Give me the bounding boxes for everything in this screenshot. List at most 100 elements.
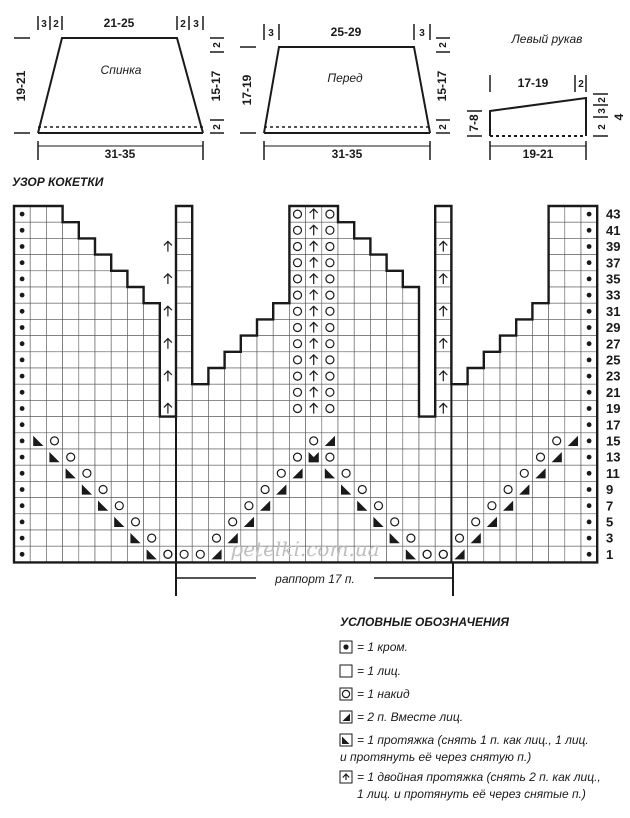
chart-cell bbox=[353, 464, 371, 482]
chart-cell bbox=[127, 286, 144, 304]
chart-cell bbox=[321, 319, 339, 336]
chart-cell bbox=[224, 367, 242, 385]
ssk-mark bbox=[65, 468, 76, 479]
chart-cell bbox=[483, 497, 501, 515]
chart-cell bbox=[191, 400, 209, 417]
k2tog-mark bbox=[211, 549, 222, 560]
chart-cell bbox=[434, 383, 452, 401]
chart-cell bbox=[175, 351, 193, 369]
chart-cell bbox=[46, 400, 63, 417]
chart-cell bbox=[564, 286, 582, 304]
chart-cell bbox=[386, 529, 404, 547]
chart-cell bbox=[532, 335, 549, 353]
chart-cell bbox=[46, 481, 63, 498]
chart-cell bbox=[548, 286, 566, 304]
row-number: 21 bbox=[606, 385, 620, 400]
chart-border bbox=[12, 204, 599, 564]
double-decrease-mark bbox=[163, 240, 173, 252]
chart-cell bbox=[499, 367, 517, 385]
chart-cell bbox=[240, 383, 258, 401]
chart-cell bbox=[62, 400, 80, 417]
chart-cell bbox=[548, 432, 566, 450]
row-number: 13 bbox=[606, 450, 620, 465]
edge-stitch-mark bbox=[586, 325, 592, 330]
chart-cell bbox=[240, 335, 258, 353]
k2tog-mark bbox=[551, 452, 562, 463]
chart-cell bbox=[532, 448, 549, 466]
edge-stitch-mark bbox=[586, 422, 592, 428]
chart-cell bbox=[272, 513, 290, 531]
double-decrease-mark bbox=[163, 337, 173, 349]
chart-cell bbox=[46, 238, 63, 255]
yarnover-mark bbox=[325, 225, 335, 235]
double-decrease-mark bbox=[438, 305, 448, 317]
ssk-mark bbox=[33, 435, 44, 446]
chart-cell bbox=[94, 302, 112, 320]
double-decrease-mark bbox=[309, 272, 319, 284]
edge-stitch-mark bbox=[19, 470, 25, 476]
chart-cell bbox=[46, 286, 63, 304]
chart-cell bbox=[110, 497, 128, 515]
chart-cell bbox=[256, 448, 274, 466]
chart-cell bbox=[289, 286, 306, 304]
ssk-mark bbox=[98, 500, 109, 511]
chart-cell bbox=[305, 464, 323, 482]
chart-cell bbox=[29, 367, 47, 385]
legend-knit-text: = 1 лиц. bbox=[357, 664, 401, 678]
chart-cell bbox=[564, 254, 582, 272]
chart-cell bbox=[78, 319, 96, 336]
chart-cell bbox=[224, 497, 242, 515]
chart-cell bbox=[337, 432, 355, 450]
chart-cell bbox=[159, 513, 177, 531]
chart-cell bbox=[548, 529, 566, 547]
chart-cell bbox=[175, 205, 193, 223]
chart-cell bbox=[289, 205, 306, 223]
legend-item-k2tog: = 2 п. Вместе лиц. bbox=[339, 710, 463, 724]
chart-cell bbox=[370, 254, 387, 272]
chart-cell bbox=[515, 497, 533, 515]
chart-cell bbox=[515, 545, 533, 563]
chart-cell bbox=[94, 400, 112, 417]
back-schematic: 3 2 21-25 2 3 19-21 2 15-17 2 31-35 Спин… bbox=[14, 16, 224, 161]
front-right-lower: 2 bbox=[438, 124, 449, 130]
chart-cell bbox=[386, 383, 404, 401]
chart-cell bbox=[208, 416, 225, 434]
double-decrease-mark bbox=[309, 256, 319, 268]
chart-cell bbox=[46, 432, 63, 450]
k2tog-mark bbox=[243, 516, 254, 527]
sleeve-left-height: 7-8 bbox=[467, 114, 481, 132]
chart-cell bbox=[548, 400, 566, 417]
chart-cell bbox=[175, 286, 193, 304]
yarnover-mark bbox=[244, 501, 254, 511]
legend-item-ssk: = 1 протяжка (снять 1 п. как лиц., 1 лиц… bbox=[339, 733, 589, 764]
chart-cell bbox=[46, 416, 63, 434]
k2tog-mark bbox=[454, 549, 465, 560]
chart-cell bbox=[78, 464, 96, 482]
row-number: 7 bbox=[606, 498, 613, 513]
edge-stitch-mark bbox=[586, 357, 592, 363]
edge-stitch-mark bbox=[586, 551, 592, 557]
chart-cell bbox=[548, 383, 566, 401]
k2tog-mark bbox=[276, 484, 287, 495]
chart-cell bbox=[46, 367, 63, 385]
chart-cell bbox=[191, 513, 209, 531]
chart-cell bbox=[62, 545, 80, 563]
chart-cell bbox=[78, 448, 96, 466]
k2tog-mark bbox=[519, 484, 530, 495]
row-number: 33 bbox=[606, 288, 620, 303]
double-decrease-mark bbox=[163, 305, 173, 317]
chart-cell bbox=[191, 448, 209, 466]
edge-stitch-mark bbox=[19, 244, 25, 249]
chart-cell bbox=[370, 464, 387, 482]
chart-cell bbox=[337, 383, 355, 401]
legend-yarnover-text: = 1 накид bbox=[357, 687, 410, 701]
chart-cell bbox=[208, 464, 225, 482]
k2tog-symbol bbox=[339, 710, 353, 724]
yarnover-mark bbox=[82, 468, 92, 478]
chart-cell bbox=[515, 351, 533, 369]
yarnover-mark bbox=[487, 501, 497, 511]
chart-cell bbox=[78, 254, 96, 272]
chart-cell bbox=[532, 367, 549, 385]
chart-cell bbox=[337, 270, 355, 288]
